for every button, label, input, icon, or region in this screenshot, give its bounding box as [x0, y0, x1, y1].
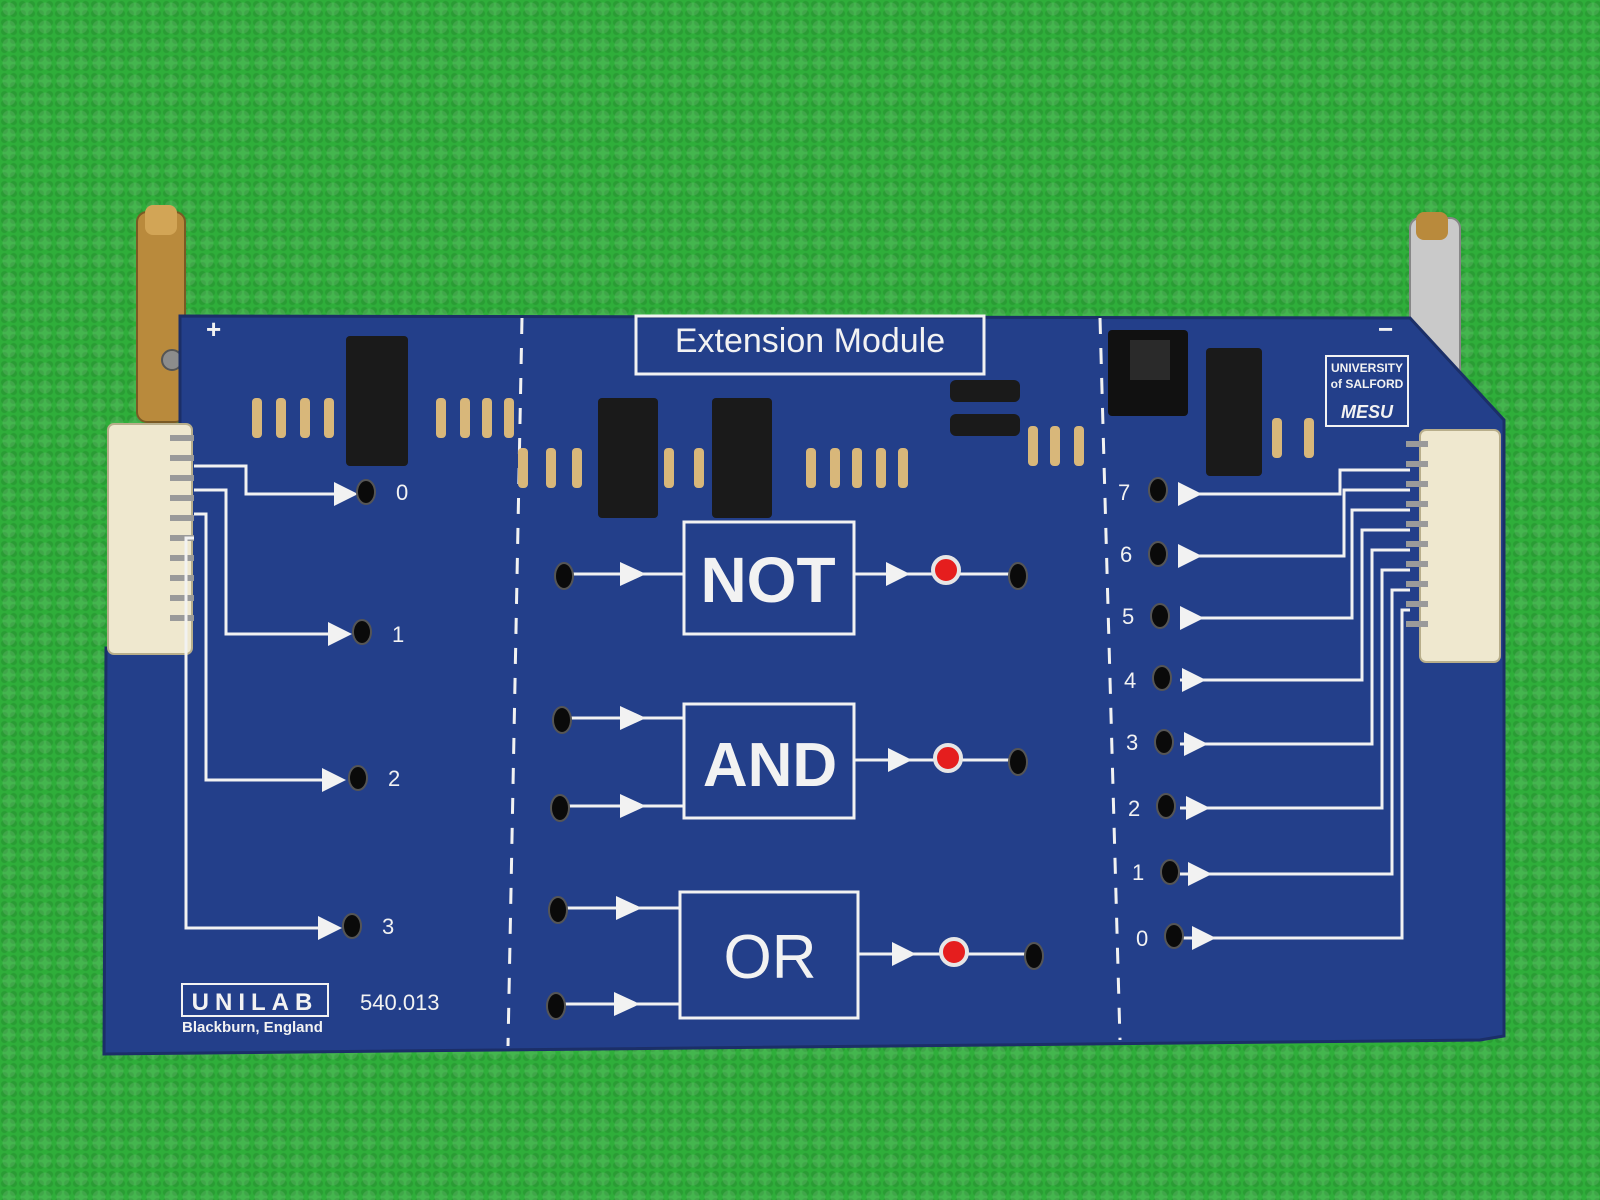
right-input-label-1: 1: [1132, 860, 1144, 885]
unilab-logo: UNILAB Blackburn, England: [181, 983, 329, 1036]
divider-right: [1098, 317, 1122, 1041]
power-connector: [1108, 330, 1188, 416]
and-output-led: [933, 743, 963, 773]
and-input-socket-a: [552, 706, 572, 734]
ic-chip-right: [1206, 348, 1262, 476]
university-logo: UNIVERSITY of SALFORD MESU: [1325, 355, 1409, 427]
left-output-label-1: 1: [392, 622, 404, 647]
right-edge-connector: [1406, 429, 1501, 663]
and-gate: AND: [566, 702, 1016, 820]
or-input-socket-b: [546, 992, 566, 1020]
left-output-arrows: [318, 482, 358, 940]
and-output-socket: [1008, 748, 1028, 776]
ic-chip-mid-2: [712, 398, 772, 518]
unilab-logo-text: UNILAB: [192, 989, 319, 1016]
left-output-label-3: 3: [382, 914, 394, 939]
and-gate-label: AND: [703, 731, 837, 800]
title-box: [634, 314, 986, 376]
left-edge-connector: [107, 423, 194, 655]
right-input-label-2: 2: [1128, 796, 1140, 821]
right-input-label-7: 7: [1118, 480, 1130, 505]
right-input-arrows: [1178, 482, 1216, 950]
left-mounting-clip: [136, 205, 186, 423]
plus-label: +: [206, 314, 221, 344]
right-input-label-0: 0: [1136, 926, 1148, 951]
resistors: [252, 398, 1314, 488]
part-number: 540.013: [360, 990, 440, 1015]
not-gate: NOT: [568, 520, 1016, 636]
university-badge: MESU: [1341, 402, 1394, 422]
and-input-socket-b: [550, 794, 570, 822]
not-output-socket: [1008, 562, 1028, 590]
right-input-label-3: 3: [1126, 730, 1138, 755]
diodes: [950, 380, 1020, 436]
or-output-socket: [1024, 942, 1044, 970]
left-output-traces: [184, 464, 346, 930]
right-input-label-5: 5: [1122, 604, 1134, 629]
not-gate-label: NOT: [700, 544, 835, 616]
or-output-led: [939, 937, 969, 967]
university-logo-line-2: of SALFORD: [1331, 377, 1404, 391]
right-input-sockets: [1148, 477, 1184, 949]
maker-place: Blackburn, England: [182, 1019, 323, 1036]
or-input-socket-a: [548, 896, 568, 924]
right-input-label-4: 4: [1124, 668, 1136, 693]
left-output-label-0: 0: [396, 480, 408, 505]
ic-chip-mid-1: [598, 398, 658, 518]
or-gate: OR: [560, 890, 1030, 1020]
not-input-socket: [554, 562, 574, 590]
right-input-traces: [1180, 468, 1410, 940]
not-output-led: [931, 555, 961, 585]
right-input-label-6: 6: [1120, 542, 1132, 567]
university-logo-line-1: UNIVERSITY: [1331, 361, 1403, 375]
divider-left: [506, 317, 524, 1047]
left-output-label-2: 2: [388, 766, 400, 791]
left-output-sockets: [342, 479, 376, 939]
or-gate-label: OR: [724, 923, 817, 992]
board-title: Extension Module: [675, 322, 945, 360]
ic-chip-left: [346, 336, 408, 466]
minus-label: −: [1378, 314, 1393, 344]
